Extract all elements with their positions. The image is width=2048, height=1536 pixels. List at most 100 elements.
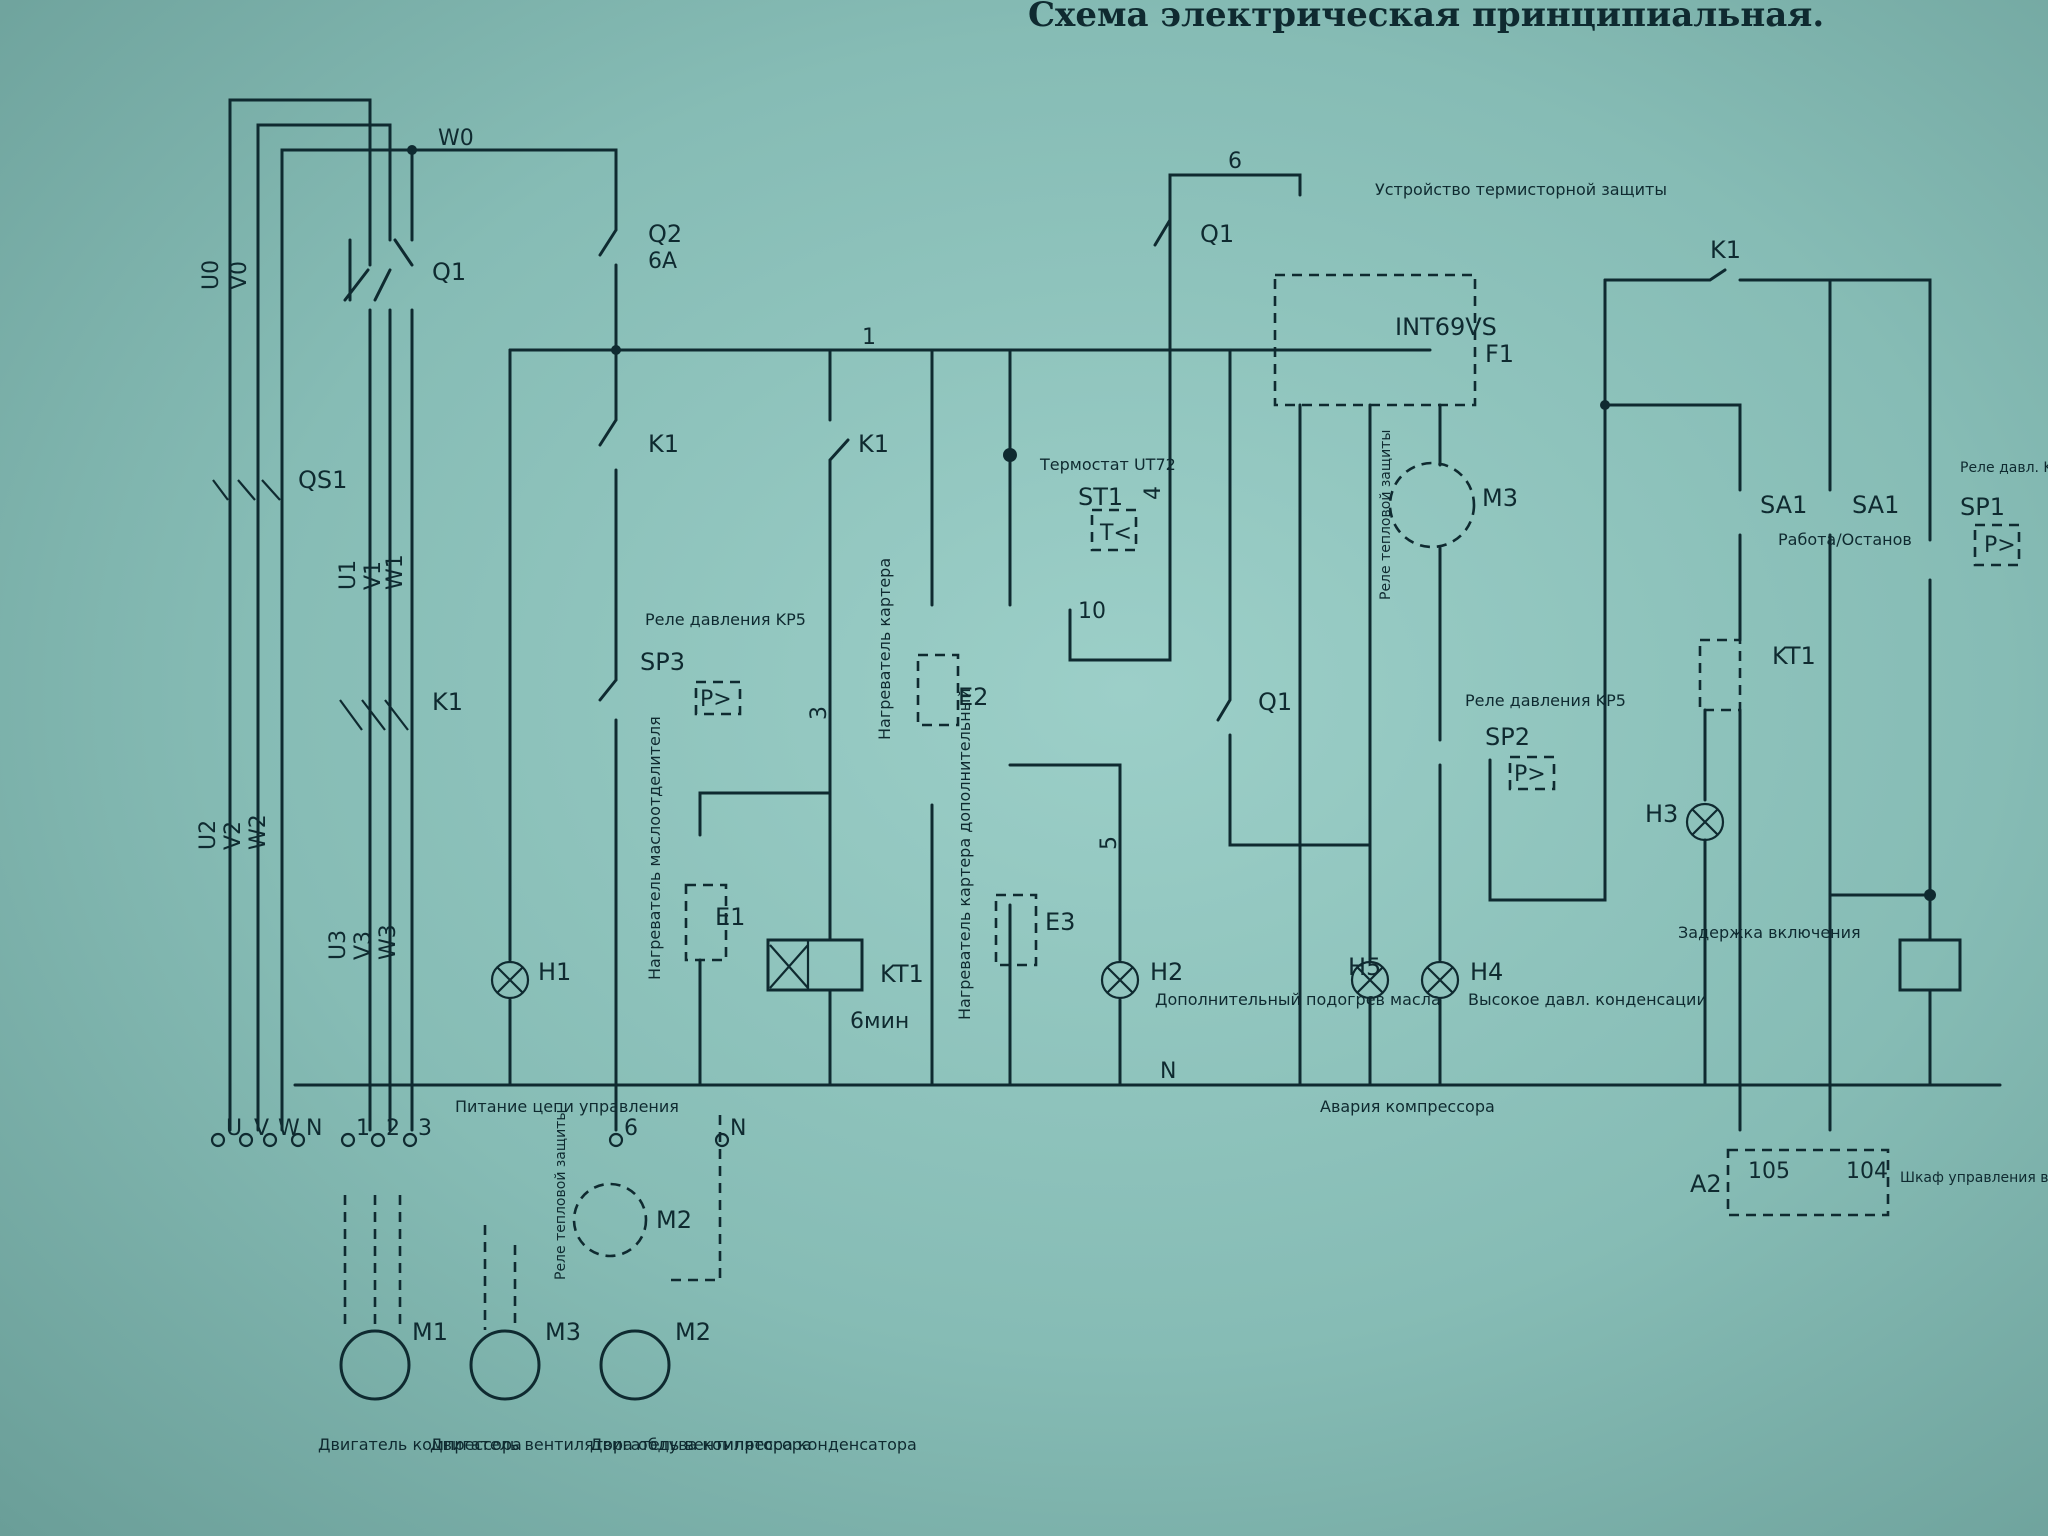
terminal-label-8: N	[730, 1116, 746, 1141]
wire-u3-label: U3	[326, 930, 351, 960]
kt1-label: KT1	[880, 960, 924, 988]
q2-rating: 6A	[648, 249, 677, 274]
thermostat-note: Термостат UT72	[1039, 455, 1176, 474]
wire-v3-label: V3	[351, 931, 376, 960]
wire-4-label: 4	[1141, 486, 1166, 500]
e1-note: Нагреватель маслоотделителя	[645, 716, 664, 980]
h5-note: Авария компрессора	[1320, 1097, 1495, 1116]
m1-note: Двигатель компрессора	[318, 1435, 522, 1454]
m1-label: M1	[412, 1318, 448, 1346]
wire-6-label: 6	[1228, 149, 1242, 174]
qs1-label: QS1	[298, 466, 347, 494]
terminal-label-3: N	[306, 1116, 322, 1141]
h4-note: Высокое давл. конденсации	[1468, 990, 1707, 1009]
wire-w3-label: W3	[376, 924, 401, 960]
power-section: W0 U0 V0 Q1 QS1 K1 U1 V1 W1 U2 V2 W2 U3 …	[196, 98, 618, 1132]
kt1-branch: K1 KT1 6мин 3	[766, 348, 924, 1087]
h5-label: H5	[1348, 953, 1381, 981]
terminal-label-6: 3	[418, 1116, 432, 1141]
a2-label: A2	[1690, 1170, 1722, 1198]
h1-branch: H1 Питание цепи управления	[455, 348, 679, 1116]
sp3-note: Реле давления KP5	[645, 610, 806, 629]
wire-v0-label: V0	[227, 261, 252, 290]
m2-relay-note: Реле тепловой защиты	[553, 1110, 569, 1280]
sa1-right-label: SA1	[1852, 491, 1899, 519]
wire-u1-label: U1	[336, 560, 361, 590]
st1-t-symbol: T<	[1099, 521, 1132, 546]
wire-u2-label: U2	[196, 820, 221, 850]
sp1-label: SP1	[1960, 493, 2005, 521]
terminal-3	[290, 1132, 306, 1148]
m2-motor-note: Двигатель вентилятора конденсатора	[590, 1435, 917, 1454]
st1-label: ST1	[1078, 483, 1123, 511]
q1-main-label: Q1	[432, 258, 466, 286]
sa1-left-label: SA1	[1760, 491, 1807, 519]
m2-relay-label: M2	[656, 1206, 692, 1234]
e3-note: Нагреватель картера дополнительный	[955, 688, 974, 1020]
k1-sp3-branch: K1 Реле давления KP5 SP3 P>	[598, 348, 806, 1132]
wire-5-label: 5	[1097, 836, 1122, 850]
m3-relay-label: M3	[1482, 484, 1518, 512]
sp3-label: SP3	[640, 648, 685, 676]
sa1-note: Работа/Останов	[1778, 530, 1912, 549]
terminal-label-1: V	[254, 1116, 269, 1141]
control-bus: 1 N	[293, 325, 2002, 1087]
h1-label: H1	[538, 958, 571, 986]
e1-branch: E1 Нагреватель маслоотделителя	[645, 716, 832, 1087]
terminal-2	[262, 1132, 278, 1148]
motors: M1 Двигатель компрессора M3 Двигатель ве…	[318, 1110, 917, 1454]
e2-label: E2	[958, 683, 988, 711]
sp1-p-symbol: P>	[1984, 533, 2016, 558]
terminal-label-0: U	[226, 1116, 242, 1141]
f1-note: Устройство термисторной защиты	[1375, 180, 1667, 199]
terminal-5	[370, 1132, 386, 1148]
kt1-time: 6мин	[850, 1009, 909, 1034]
wire-u0-label: U0	[199, 260, 224, 290]
terminal-7	[608, 1132, 624, 1148]
h2-note: Дополнительный подогрев масла	[1155, 990, 1441, 1009]
h4-label: H4	[1470, 958, 1503, 986]
f1-protection: 6 Q1 Q1 4 INT69VS F1 Устройство термисто…	[1141, 149, 1707, 1116]
wire-w1-label: W1	[383, 554, 408, 590]
a2-terminal-104: 104	[1846, 1159, 1888, 1184]
k1-nc-label: K1	[858, 430, 889, 458]
e3-label: E3	[1045, 908, 1075, 936]
terminal-label-7: 6	[624, 1116, 638, 1141]
m3-relay-note: Реле тепловой защиты	[1378, 430, 1394, 600]
k1-main-label: K1	[432, 688, 463, 716]
sp2-note: Реле давления KP5	[1465, 691, 1626, 710]
q2-breaker: Q2 6A	[598, 208, 682, 355]
terminal-4	[340, 1132, 356, 1148]
k1-5354-label: K1	[1710, 236, 1741, 264]
wire-w2-label: W2	[246, 814, 271, 850]
wire-3-label: 3	[807, 706, 832, 720]
wire-v2-label: V2	[221, 821, 246, 850]
h3-note: Задержка включения	[1678, 923, 1861, 942]
kt1-contact-label: KT1	[1772, 642, 1816, 670]
e2-note: Нагреватель картера	[875, 558, 894, 740]
e1-label: E1	[715, 903, 745, 931]
terminal-label-4: 1	[356, 1116, 370, 1141]
f1-label: F1	[1485, 340, 1514, 368]
terminal-1	[238, 1132, 254, 1148]
h3-label: H3	[1645, 800, 1678, 828]
sp2-p-symbol: P>	[1514, 762, 1546, 787]
q2-label: Q2	[648, 220, 682, 248]
a2-note: Шкаф управления воздухоохладителя	[1900, 1170, 2048, 1186]
int69vs-label: INT69VS	[1395, 313, 1497, 341]
terminal-label-2: W	[278, 1116, 300, 1141]
terminal-8	[714, 1132, 730, 1148]
schematic-title: Схема электрическая принципиальная.	[1028, 0, 1824, 35]
m3-motor-label: M3	[545, 1318, 581, 1346]
e2-branch: E2 Нагреватель картера	[875, 348, 988, 1087]
bus-1-label: 1	[862, 325, 876, 350]
sp3-p-symbol: P>	[700, 687, 732, 712]
bus-n-label: N	[1160, 1059, 1176, 1084]
terminal-6	[402, 1132, 418, 1148]
q1-nc-label: Q1	[1258, 688, 1292, 716]
wire-v1-label: V1	[361, 561, 386, 590]
wire-w0-label: W0	[438, 126, 474, 151]
